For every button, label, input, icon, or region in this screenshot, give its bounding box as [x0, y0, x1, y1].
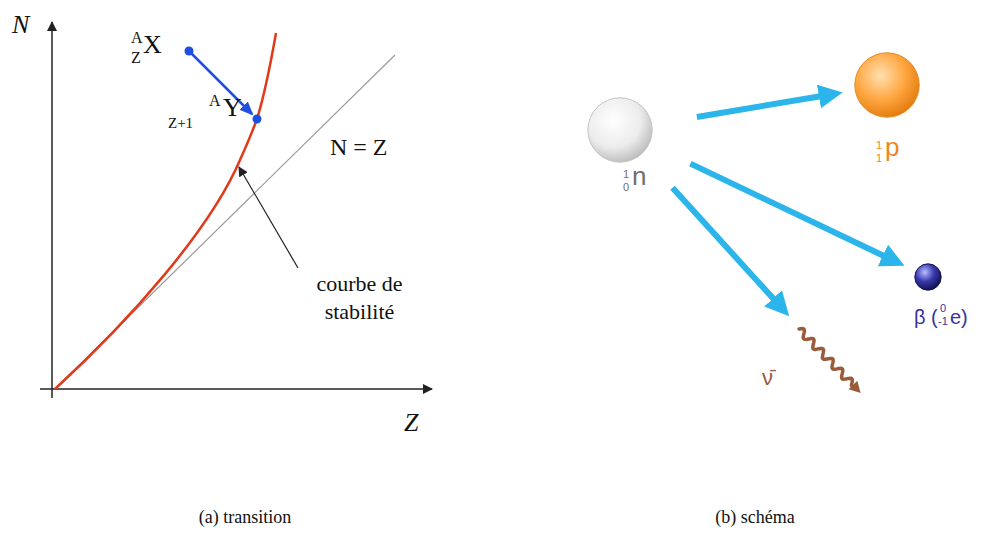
- emission-arrow: [697, 96, 822, 117]
- sphere-shape: [854, 52, 920, 118]
- wave-head: [849, 381, 861, 393]
- line-label: N = Z: [330, 135, 388, 159]
- panel-caption: (a) transition: [199, 508, 291, 526]
- axis-label: N: [12, 12, 29, 38]
- parent-dot: [185, 47, 194, 56]
- sphere-shape: [587, 97, 653, 163]
- z-axis: [40, 388, 432, 390]
- mass-number: 1: [623, 169, 629, 180]
- charge-number: -1: [938, 316, 948, 327]
- charge-number: 0: [623, 182, 629, 193]
- proton-sphere: 11p: [854, 52, 920, 118]
- antineutrino-wave: ν̄: [795, 325, 865, 397]
- neutron-sphere: 10n: [587, 97, 653, 163]
- wave-symbol: [795, 325, 865, 397]
- axis-label: Z: [404, 410, 418, 436]
- nuclide-symbol: X: [143, 32, 162, 58]
- particle-symbol: p: [885, 134, 899, 160]
- nuclide-symbol: Y: [223, 95, 242, 121]
- mass-number: 1: [876, 140, 882, 151]
- atomic-number: Z+1: [168, 116, 193, 131]
- sphere-shape: [914, 263, 942, 291]
- particle-symbol: ν̄: [762, 367, 773, 389]
- emission-arrow: [673, 188, 776, 301]
- atomic-number: Z: [131, 50, 141, 66]
- charge-number: 1: [876, 153, 882, 164]
- n-axis: [51, 22, 53, 398]
- mass-number: A: [131, 30, 143, 46]
- particle-symbol: e): [950, 307, 968, 327]
- sphere: [855, 53, 919, 117]
- panel-caption: (b) schéma: [715, 508, 794, 526]
- transition-arrow: [191, 53, 252, 114]
- particle-symbol: β (: [914, 307, 938, 327]
- sphere: [588, 98, 652, 162]
- electron-sphere: β (0-1e): [914, 263, 942, 291]
- particle-symbol: n: [632, 163, 646, 189]
- daughter-dot: [253, 115, 262, 124]
- mass-number: A: [209, 93, 221, 109]
- leader-arrow: [239, 167, 298, 268]
- wave-line: [799, 329, 852, 386]
- sphere: [915, 264, 941, 290]
- stability-curve: [55, 33, 276, 389]
- mass-number: 0: [940, 303, 946, 314]
- curve-label: courbe de stabilité: [292, 270, 427, 325]
